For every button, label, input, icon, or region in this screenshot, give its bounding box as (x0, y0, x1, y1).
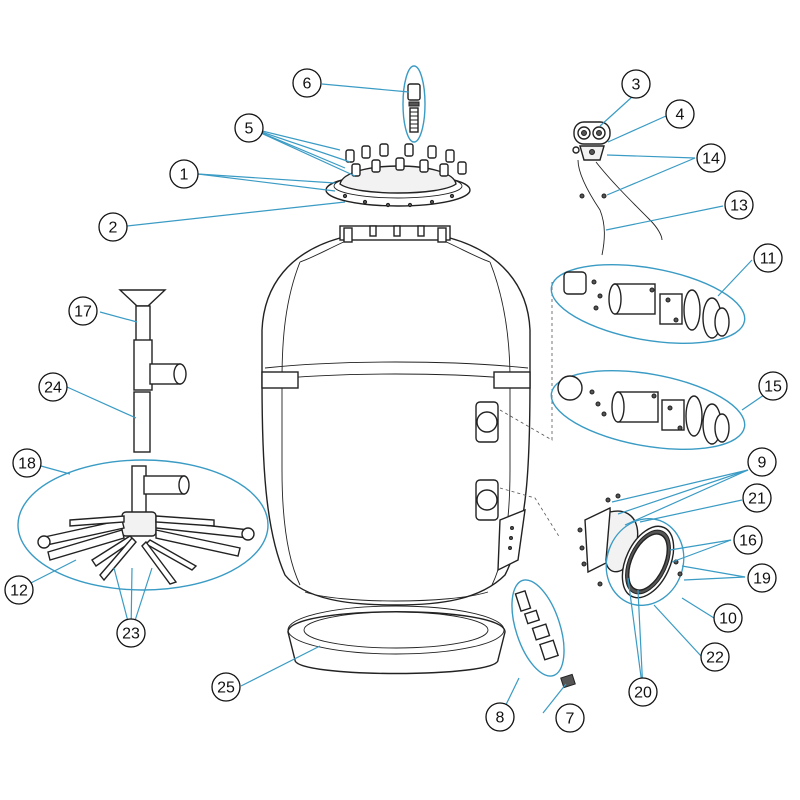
callout-14-number: 14 (702, 151, 720, 168)
tank-drain-strip (497, 508, 526, 572)
callout-20-number: 20 (634, 685, 652, 702)
callout-22-number: 22 (706, 650, 724, 667)
tank-side-port-upper (475, 401, 499, 443)
collector-pipe-assembly (118, 289, 187, 453)
callout-3-number: 3 (632, 77, 641, 94)
callout-1-number: 1 (180, 167, 189, 184)
callout-8-number: 8 (496, 710, 505, 727)
callout-15: 15 (758, 371, 788, 401)
tank-top-clips (343, 225, 447, 243)
callout-24: 24 (38, 372, 68, 402)
callout-2: 2 (98, 212, 128, 242)
drain-valve-assembly (511, 579, 576, 689)
callout-4-number: 4 (676, 107, 685, 124)
callout-19: 19 (747, 563, 777, 593)
callout-labels: 1 2 3 4 5 6 7 8 9 10 11 12 13 14 15 16 1… (4, 68, 788, 733)
callout-7: 7 (555, 703, 585, 733)
lateral-arms (39, 515, 251, 585)
callout-14: 14 (696, 143, 726, 173)
lateral-assembly (17, 459, 269, 591)
callout-6: 6 (292, 68, 322, 98)
tank-base (287, 605, 506, 675)
tank-side-port-lower (475, 479, 499, 521)
coupling-kit-upper (550, 263, 746, 345)
filter-tank (261, 225, 531, 606)
callout-20: 20 (628, 677, 658, 707)
callout-6-number: 6 (303, 76, 312, 93)
callout-18: 18 (12, 448, 42, 478)
lid-bolts (345, 143, 467, 177)
manhole-assembly (577, 493, 685, 607)
callout-10-number: 10 (719, 611, 737, 628)
callout-5-number: 5 (245, 121, 254, 138)
projection-line-11 (499, 282, 553, 441)
callout-23-number: 23 (122, 626, 140, 643)
callout-18-number: 18 (18, 456, 36, 473)
callout-11-number: 11 (760, 251, 777, 268)
callout-2-number: 2 (109, 220, 118, 237)
callout-9-number: 9 (758, 455, 767, 472)
callout-5: 5 (234, 113, 264, 143)
callout-13-number: 13 (730, 198, 748, 215)
callout-17: 17 (68, 296, 98, 326)
callout-23: 23 (116, 618, 146, 648)
callout-19-number: 19 (753, 571, 771, 588)
callout-16: 16 (733, 525, 763, 555)
callout-1: 1 (169, 159, 199, 189)
callout-11: 11 (753, 243, 783, 273)
callout-25: 25 (211, 672, 241, 702)
air-release-valve (402, 65, 426, 143)
lid-rim-holes (342, 193, 455, 208)
coupling-kit-lower (550, 369, 746, 451)
callout-24-number: 24 (44, 380, 62, 397)
callout-7-number: 7 (566, 711, 575, 728)
callout-12: 12 (4, 575, 34, 605)
callout-3: 3 (621, 69, 651, 99)
callout-15-number: 15 (764, 379, 782, 396)
callout-21: 21 (742, 483, 772, 513)
callout-17-number: 17 (74, 304, 92, 321)
projection-line-9 (499, 487, 561, 539)
callout-16-number: 16 (739, 533, 757, 550)
tank-lid-assembly (325, 143, 471, 208)
callout-8: 8 (485, 702, 515, 732)
callout-22: 22 (700, 642, 730, 672)
callout-21-number: 21 (748, 491, 766, 508)
callout-13: 13 (724, 190, 754, 220)
callout-25-number: 25 (217, 680, 235, 697)
callout-12-number: 12 (10, 583, 28, 600)
pressure-gauge-assembly (572, 121, 663, 256)
callout-10: 10 (713, 603, 743, 633)
callout-9: 9 (747, 447, 777, 477)
callout-4: 4 (665, 99, 695, 129)
